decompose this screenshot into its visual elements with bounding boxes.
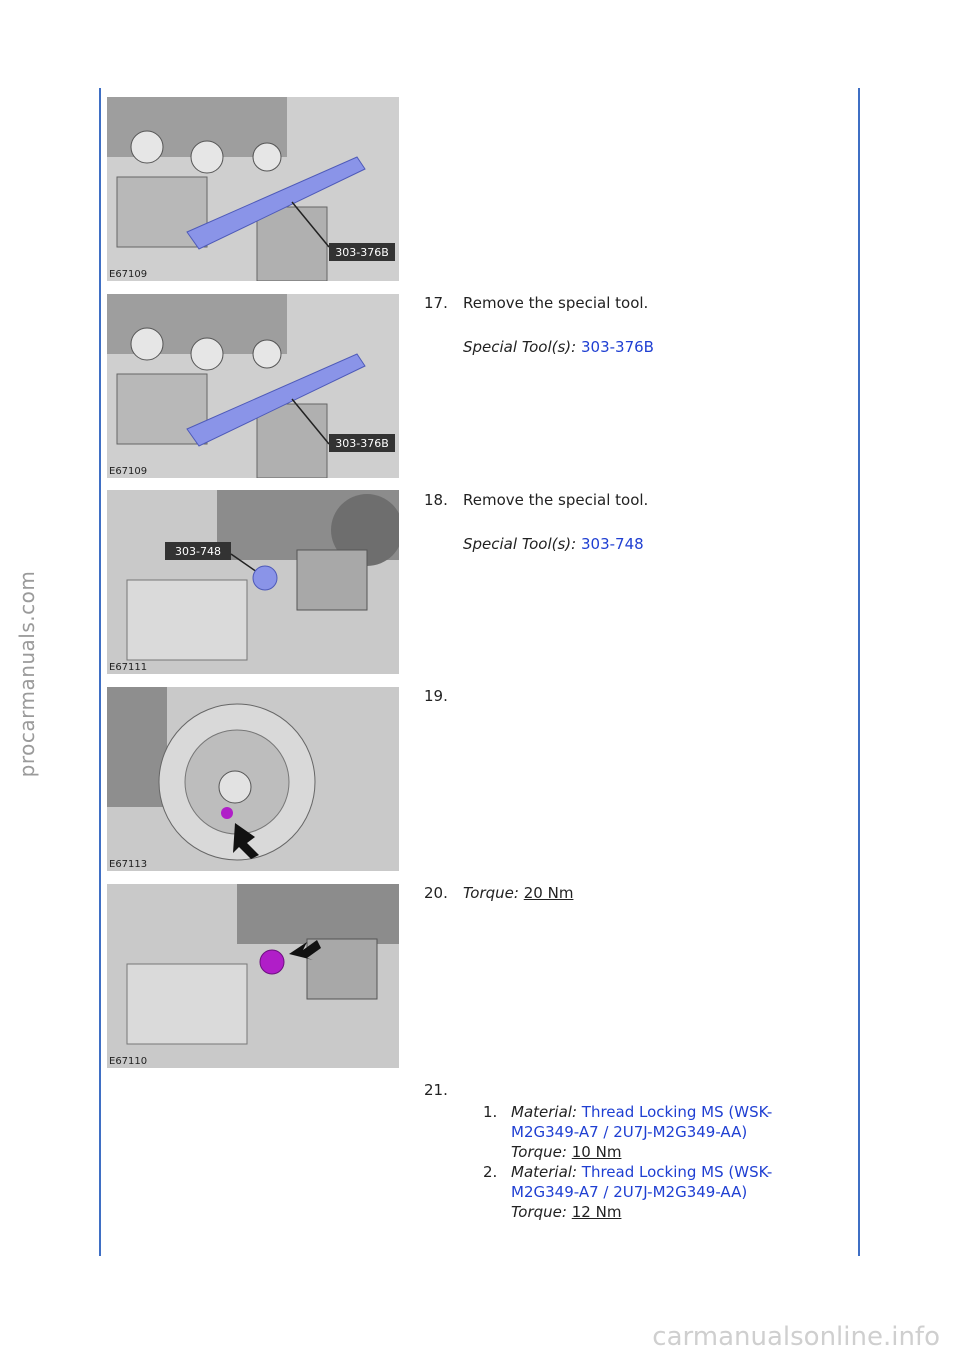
torque-label: Torque: [511,1143,567,1161]
figure-camshaft-tool: 303-376B E67109 [107,97,399,281]
torque-value: 12 Nm [571,1203,622,1221]
torque-line: Torque: 20 Nm [463,883,573,903]
special-tool-label: Special Tool(s): [463,535,577,553]
special-tool-line: Special Tool(s): 303-376B [463,337,654,357]
step-instruction: Remove the special tool. [463,491,649,509]
figure-callout: 303-376B [335,437,389,450]
sub-step-list: 1. Material: Thread Locking MS (WSK- M2G… [483,1102,783,1222]
material-link[interactable]: Thread Locking MS (WSK- [581,1103,773,1121]
step-number: 18. [424,491,448,509]
torque-label: Torque: [463,884,519,902]
camshaft-illustration: 303-376B [107,97,399,281]
figure-callout: 303-748 [175,545,221,558]
torque-label: Torque: [511,1203,567,1221]
sub-step-item: 2. Material: Thread Locking MS (WSK- M2G… [483,1162,783,1222]
figure-id: E67111 [109,662,148,673]
special-tool-link[interactable]: 303-748 [581,535,644,553]
figure-crank-pulley: E67113 [107,687,399,871]
camshaft-illustration: 303-376B [107,294,399,478]
sub-step-item: 1. Material: Thread Locking MS (WSK- M2G… [483,1102,783,1162]
figure-bolt-torque: E67110 [107,884,399,1068]
side-watermark: procarmanuals.com [15,570,39,778]
special-tool-link[interactable]: 303-376B [581,338,654,356]
figure-camshaft-tool-2: 303-376B E67109 [107,294,399,478]
footer-watermark: carmanualsonline.info [652,1322,940,1352]
step-number: 17. [424,294,448,312]
engine-block-bolt-illustration [107,884,399,1068]
sub-step-number: 2. [483,1163,498,1181]
special-tool-line: Special Tool(s): 303-748 [463,534,644,554]
step-number: 19. [424,687,448,705]
torque-value: 20 Nm [523,884,574,902]
material-label: Material: [511,1103,577,1121]
sub-step-number: 1. [483,1103,498,1121]
figure-id: E67110 [109,1056,148,1067]
material-link-cont[interactable]: M2G349-A7 / 2U7J-M2G349-AA) [511,1183,748,1201]
material-link[interactable]: Thread Locking MS (WSK- [581,1163,773,1181]
figure-id: E67109 [109,269,148,280]
figure-id: E67109 [109,466,148,477]
material-label: Material: [511,1163,577,1181]
step-number: 20. [424,884,448,902]
special-tool-label: Special Tool(s): [463,338,577,356]
step-number: 21. [424,1081,448,1099]
figure-callout: 303-376B [335,246,389,259]
left-border-rule [99,88,101,1256]
torque-value: 10 Nm [571,1143,622,1161]
figure-id: E67113 [109,859,148,870]
figure-crankshaft-tool: 303-748 E67111 [107,490,399,674]
material-link-cont[interactable]: M2G349-A7 / 2U7J-M2G349-AA) [511,1123,748,1141]
right-border-rule [858,88,860,1256]
crank-pulley-illustration [107,687,399,871]
step-instruction: Remove the special tool. [463,294,649,312]
engine-block-illustration: 303-748 [107,490,399,674]
